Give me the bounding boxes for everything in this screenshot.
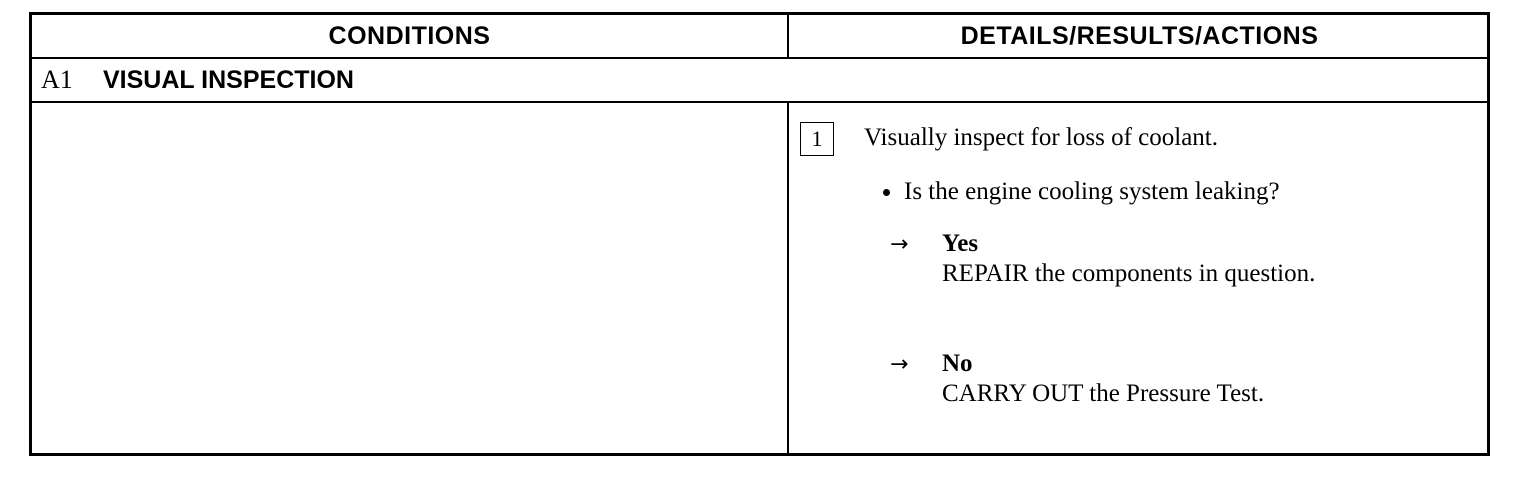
details-header: DETAILS/RESULTS/ACTIONS	[789, 15, 1490, 57]
details-cell: 1 Visually inspect for loss of coolant. …	[789, 103, 1490, 453]
step-number: 1	[811, 126, 823, 151]
answer-yes-label: Yes	[942, 230, 979, 257]
answer-no-label: No	[942, 350, 973, 377]
conditions-header-label: CONDITIONS	[328, 21, 491, 50]
details-header-label: DETAILS/RESULTS/ACTIONS	[960, 21, 1319, 50]
conditions-cell	[32, 103, 789, 453]
right-arrow-icon: →	[890, 231, 909, 257]
diagnostic-table: CONDITIONS DETAILS/RESULTS/ACTIONS A1 VI…	[29, 12, 1490, 456]
table-header-row: CONDITIONS DETAILS/RESULTS/ACTIONS	[32, 15, 1487, 59]
section-title: VISUAL INSPECTION	[103, 65, 354, 94]
section-row: A1 VISUAL INSPECTION	[32, 59, 1487, 103]
step-question: Is the engine cooling system leaking?	[883, 178, 1280, 206]
step-number-box: 1	[800, 122, 834, 156]
answer-yes-action: REPAIR the components in question.	[942, 260, 1316, 287]
right-arrow-icon: →	[890, 351, 909, 377]
conditions-header: CONDITIONS	[32, 15, 789, 57]
bullet-icon	[883, 188, 890, 196]
answer-no-action: CARRY OUT the Pressure Test.	[942, 380, 1265, 407]
answer-no: → No CARRY OUT the Pressure Test.	[890, 350, 1264, 408]
step-instruction: Visually inspect for loss of coolant.	[864, 124, 1218, 151]
question-text: Is the engine cooling system leaking?	[904, 178, 1280, 205]
section-code: A1	[41, 65, 73, 94]
answer-yes: → Yes REPAIR the components in question.	[890, 230, 1315, 288]
